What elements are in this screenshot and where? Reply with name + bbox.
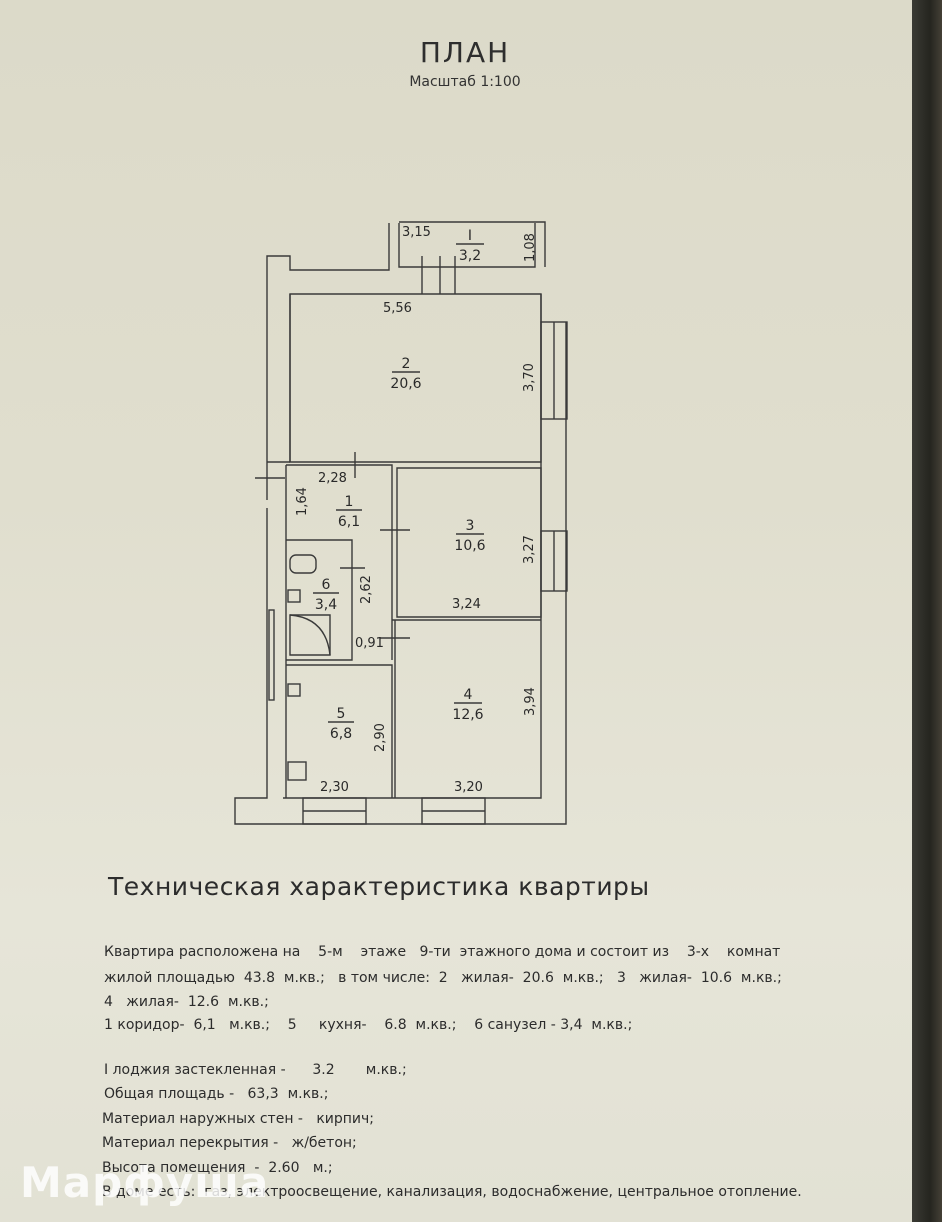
dim-loggia-depth: 1,08	[523, 233, 538, 262]
dim-room-5-width: 2,30	[320, 780, 349, 795]
dim-room-6-depth: 2,62	[359, 575, 374, 604]
sink-icon	[287, 589, 301, 603]
dim-loggia-width: 3,15	[402, 225, 431, 240]
spec-line-5: I лоджия застекленная - 3.2 м.кв.;	[104, 1062, 407, 1078]
watermark: Марфуша	[20, 1158, 270, 1207]
room-3-outline	[396, 467, 542, 618]
room-2-number: 2	[402, 356, 411, 372]
outer-wall-bottom	[234, 508, 567, 825]
dim-corridor-depth: 1,64	[295, 487, 310, 516]
plan-scale: Масштаб 1:100	[409, 74, 521, 90]
room-2-area: 20,6	[390, 376, 421, 392]
stove-icon	[287, 761, 307, 781]
room-4-number: 4	[464, 687, 473, 703]
loggia-outline	[398, 223, 536, 268]
spec-line-6: Общая площадь - 63,3 м.кв.;	[104, 1086, 329, 1102]
corridor-outline	[286, 464, 393, 660]
plan-title: ПЛАН	[419, 36, 511, 69]
dim-room-5-depth: 2,90	[373, 723, 388, 752]
spec-line-2: жилой площадью 43.8 м.кв.; в том числе: …	[104, 970, 782, 986]
floor-plan: I 3,2 2 20,6 1 6,1 3 10,6 6 3,4 4 12,6 5…	[234, 221, 568, 825]
dim-passage-width: 0,91	[355, 636, 384, 651]
dim-room-4-depth: 3,94	[523, 687, 538, 716]
room-3-number: 3	[466, 518, 475, 534]
binder-edge	[912, 0, 942, 1222]
room-4-area: 12,6	[452, 707, 483, 723]
spec-line-10: В доме есть: газ, электроосвещение, кана…	[102, 1184, 802, 1200]
outer-wall-left-top	[266, 223, 390, 500]
room-1-number: 1	[345, 494, 354, 510]
room-3-area: 10,6	[454, 538, 485, 554]
room-5-number: 5	[337, 706, 346, 722]
room-I-area: 3,2	[459, 248, 481, 264]
document-page	[0, 0, 912, 1222]
room-6-area: 3,4	[315, 597, 337, 613]
room-6-number: 6	[322, 577, 331, 593]
spec-line-3: 4 жилая- 12.6 м.кв.;	[104, 994, 269, 1010]
dim-room-2-depth: 3,70	[522, 363, 537, 392]
room-6-outline	[286, 539, 353, 661]
spec-line-8: Материал перекрытия - ж/бетон;	[102, 1135, 357, 1151]
radiator-icon	[268, 609, 275, 701]
spec-line-4: 1 коридор- 6,1 м.кв.; 5 кухня- 6.8 м.кв.…	[104, 1017, 633, 1033]
specs-heading: Техническая характеристика квартиры	[108, 872, 650, 901]
toilet-icon	[289, 554, 317, 574]
room-1-area: 6,1	[338, 514, 360, 530]
spec-line-9: Высота помещения - 2.60 м.;	[102, 1160, 333, 1176]
dim-room-4-width: 3,20	[454, 780, 483, 795]
kitchen-sink-icon	[287, 683, 301, 697]
dim-room-3-width: 3,24	[452, 597, 481, 612]
dim-corridor-width: 2,28	[318, 471, 347, 486]
dim-room-2-width: 5,56	[383, 301, 412, 316]
spec-line-7: Материал наружных стен - кирпич;	[102, 1111, 375, 1127]
dim-room-3-depth: 3,27	[522, 535, 537, 564]
room-I-number: I	[468, 228, 472, 244]
spec-line-1: Квартира расположена на 5-м этаже 9-ти э…	[104, 944, 781, 960]
room-5-outline	[286, 664, 393, 798]
room-5-area: 6,8	[330, 726, 352, 742]
